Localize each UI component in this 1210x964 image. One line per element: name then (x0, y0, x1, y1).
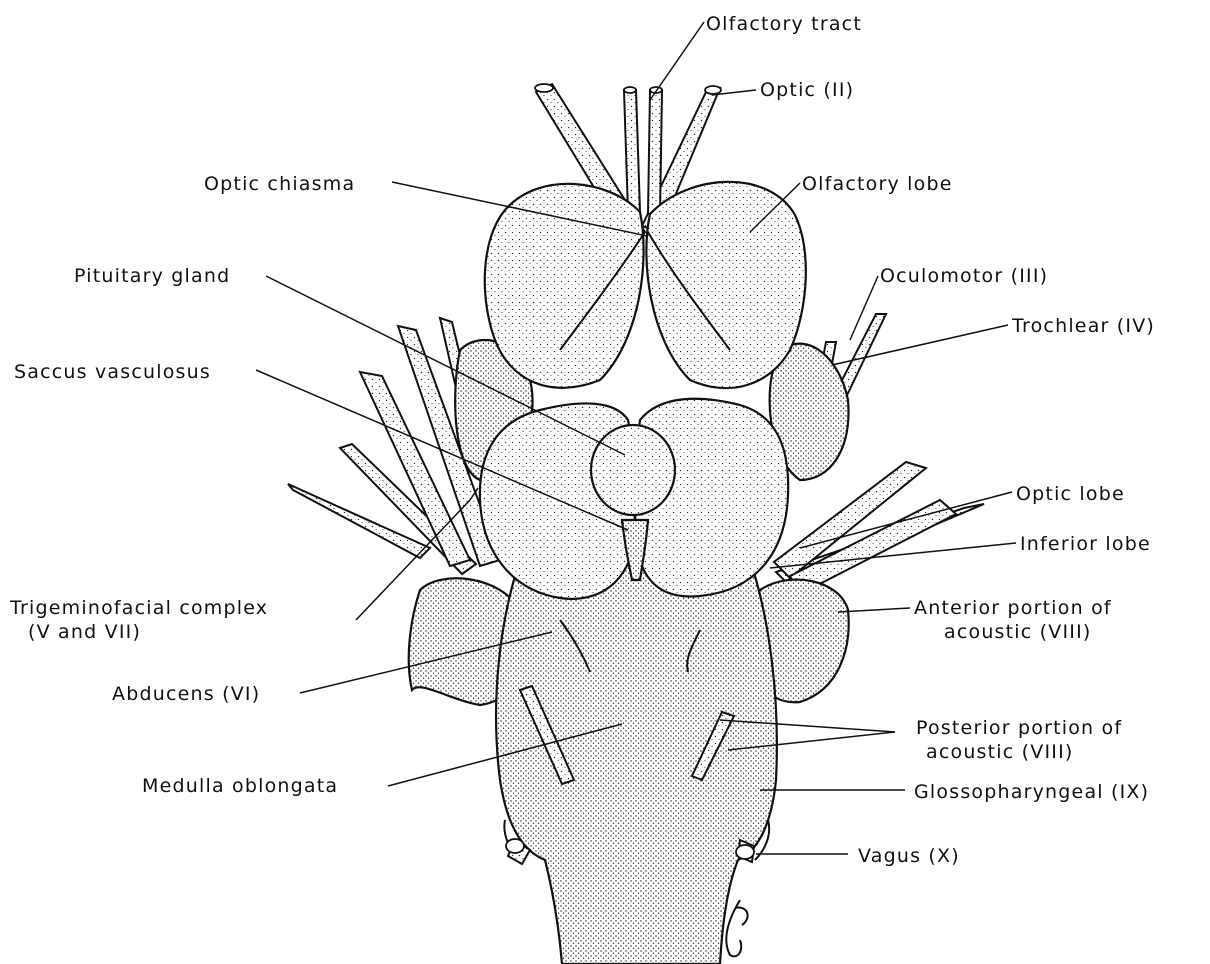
label-optic-chiasma: Optic chiasma (204, 173, 355, 195)
label-anterior-acoustic-line2: acoustic (VIII) (944, 621, 1092, 643)
label-trochlear: Trochlear (IV) (1011, 315, 1155, 337)
olfactory-tract-left (624, 90, 640, 212)
olfactory-tract-right (648, 90, 662, 214)
label-trigeminofacial-line2: (V and VII) (28, 621, 141, 643)
label-medulla-oblongata: Medulla oblongata (142, 775, 338, 797)
label-olfactory-lobe: Olfactory lobe (802, 173, 953, 195)
label-posterior-acoustic-line1: Posterior portion of (916, 717, 1122, 739)
label-trigeminofacial-line1: Trigeminofacial complex (9, 597, 268, 619)
label-inferior-lobe: Inferior lobe (1020, 533, 1151, 555)
olfactory-lobe-right (646, 182, 805, 388)
pituitary-gland (591, 425, 675, 515)
artist-monogram (726, 900, 747, 956)
label-optic-nerve: Optic (II) (760, 79, 854, 101)
label-oculomotor: Oculomotor (III) (880, 265, 1048, 287)
label-posterior-acoustic-line2: acoustic (VIII) (926, 741, 1074, 763)
label-anterior-acoustic-line1: Anterior portion of (914, 597, 1112, 619)
label-optic-lobe: Optic lobe (1016, 483, 1125, 505)
label-glossopharyngeal: Glossopharyngeal (IX) (914, 781, 1149, 803)
label-pituitary-gland: Pituitary gland (74, 265, 230, 287)
olfactory-lobe-left (485, 184, 644, 388)
medulla-oblongata (496, 560, 777, 964)
label-saccus-vasculosus: Saccus vasculosus (14, 361, 211, 383)
trigeminofacial-nerve-left-a (288, 484, 430, 558)
label-olfactory-tract: Olfactory tract (706, 13, 862, 35)
brain-drawing (288, 84, 984, 964)
label-vagus: Vagus (X) (858, 845, 960, 867)
label-abducens: Abducens (VI) (112, 683, 260, 705)
